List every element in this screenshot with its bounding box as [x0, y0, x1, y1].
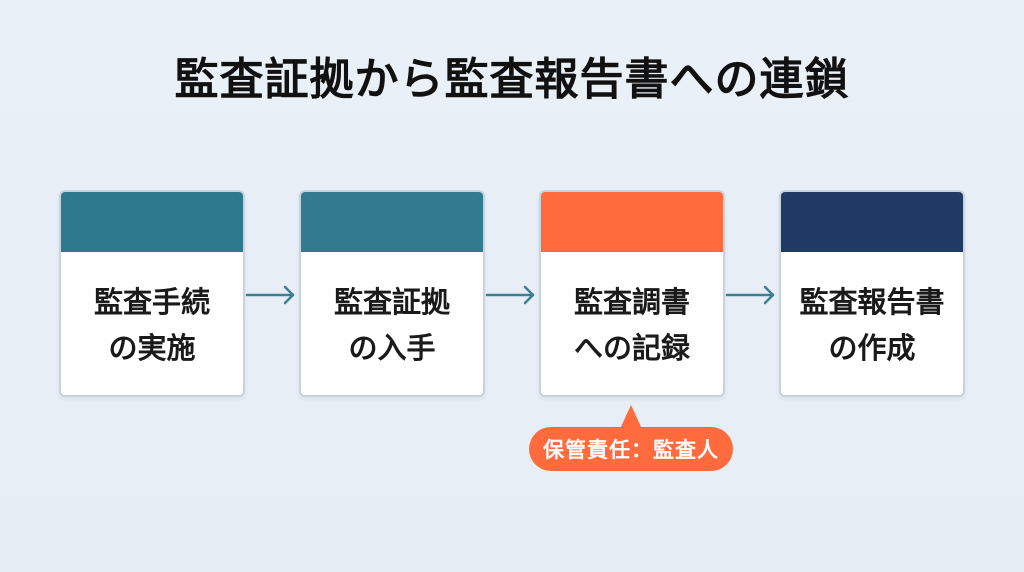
step-card-4-line2: の作成	[828, 330, 916, 365]
arrow-right-icon	[485, 285, 535, 305]
step-card-3-label: 監査調書 への記録	[541, 252, 723, 395]
step-card-1: 監査手続 の実施	[59, 190, 245, 397]
step-card-2: 監査証拠 の入手	[299, 190, 485, 397]
step-card-2-label: 監査証拠 の入手	[301, 252, 483, 395]
step-card-4-line1: 監査報告書	[799, 284, 945, 319]
arrow-right-icon	[725, 285, 775, 305]
step-card-2-header	[301, 192, 483, 252]
step-card-4-label: 監査報告書 の作成	[781, 252, 963, 395]
step-card-4-header	[781, 192, 963, 252]
step-card-1-header	[61, 192, 243, 252]
step-card-1-label: 監査手続 の実施	[61, 252, 243, 395]
step-card-1-line2: の実施	[108, 330, 196, 365]
step-card-4: 監査報告書 の作成	[779, 190, 965, 397]
custody-note-badge: 保管責任：監査人	[529, 427, 733, 471]
step-card-1-line1: 監査手続	[93, 284, 210, 319]
diagram-title: 監査証拠から監査報告書への連鎖	[174, 54, 850, 105]
step-card-3-line2: への記録	[573, 330, 690, 365]
step-card-3-header	[541, 192, 723, 252]
arrow-right-icon	[245, 285, 295, 305]
step-card-2-line2: の入手	[348, 330, 436, 365]
callout-pointer-icon	[620, 405, 642, 429]
step-card-3-line1: 監査調書	[573, 284, 690, 319]
step-card-2-line1: 監査証拠	[333, 284, 450, 319]
step-card-3: 監査調書 への記録	[539, 190, 725, 397]
